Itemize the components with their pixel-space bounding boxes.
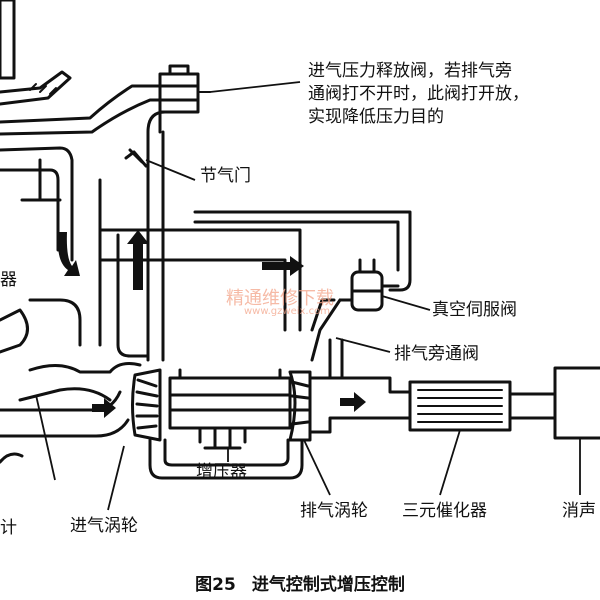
figure-number: 图25	[195, 575, 236, 595]
arrow-right-icon	[262, 256, 304, 276]
exhaust-turbine-label: 排气涡轮	[300, 501, 368, 521]
vacuum-servo-label: 真空伺服阀	[432, 300, 517, 320]
pressure-relief-valve-icon	[158, 64, 211, 114]
bypass-valve-icon	[310, 298, 354, 362]
watermark-text: 精通维修下载	[226, 288, 334, 309]
catalytic-converter-label: 三元催化器	[402, 501, 487, 521]
flow-arrows	[57, 230, 366, 418]
figure-caption: 图25 进气控制式增压控制	[0, 570, 600, 595]
fuel-injector-icon	[0, 0, 72, 106]
turbocharger-label: 增压器	[196, 462, 247, 482]
figure-title: 进气控制式增压控制	[251, 575, 405, 595]
catalytic-converter-icon	[408, 380, 512, 432]
left-fragment-label-1: 器	[0, 270, 17, 290]
arrow-curve-icon	[57, 232, 80, 276]
bypass-valve-label: 排气旁通阀	[394, 344, 479, 364]
throttle-icon	[124, 148, 148, 168]
upper-intake-pipe	[0, 84, 177, 124]
turbocharger-icon	[131, 368, 312, 450]
engine-block	[0, 146, 74, 262]
intake-turbine-label: 进气涡轮	[70, 516, 138, 536]
right-fragment-label: 消声	[562, 501, 596, 521]
intake-riser	[146, 110, 167, 362]
throttle-label: 节气门	[200, 166, 251, 186]
pressure-relief-valve-label: 进气压力释放阀，若排气旁 通阀打不开时，此阀打开放， 实现降低压力目的	[308, 61, 529, 127]
arrow-up-icon	[127, 230, 149, 290]
left-fragment-label-2: 计	[0, 518, 17, 538]
exhaust-duct	[98, 228, 302, 332]
watermark-url: www.gzweix.com	[244, 306, 330, 317]
arrow-right-icon	[92, 398, 116, 418]
muffler-icon	[553, 366, 600, 440]
arrow-right-icon	[340, 392, 366, 412]
vacuum-servo-valve-icon	[350, 258, 400, 312]
